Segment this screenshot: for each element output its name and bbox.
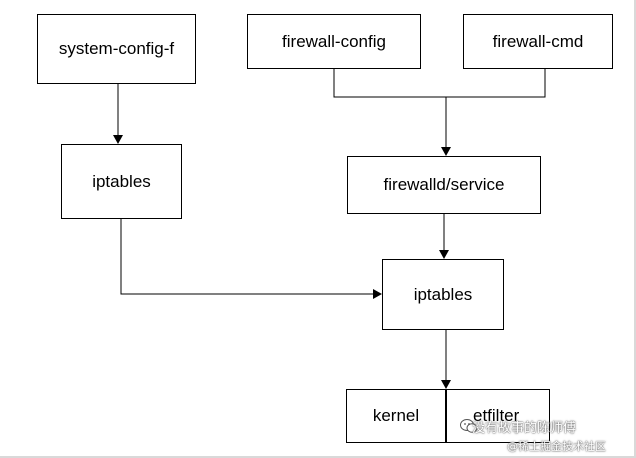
node-label: etfilter xyxy=(473,406,520,425)
node-netfilter: etfilter xyxy=(446,389,550,443)
watermark-source: @稀土掘金技术社区 xyxy=(507,440,606,453)
node-label: kernel xyxy=(372,406,420,425)
node-iptables-center: iptables xyxy=(382,259,504,330)
node-firewall-cmd: firewall-cmd xyxy=(463,14,613,69)
edge-firewall-merge xyxy=(333,69,546,98)
node-label: iptables xyxy=(92,171,151,191)
edge-iptables-left-to-center xyxy=(120,219,382,299)
node-label: system-config-f xyxy=(58,39,175,58)
watermark-author: 没有故事的陈师傅 xyxy=(472,421,577,436)
node-label: firewalld/service xyxy=(383,175,505,194)
wechat-icon xyxy=(460,419,478,433)
node-label: firewall-cmd xyxy=(492,31,584,51)
node-system-config: system-config-f xyxy=(37,14,196,84)
node-iptables-left: iptables xyxy=(61,144,182,219)
node-kernel: kernel xyxy=(346,389,446,443)
node-firewalld-service: firewalld/service xyxy=(347,156,541,214)
node-firewall-config: firewall-config xyxy=(247,14,421,69)
node-label: firewall-config xyxy=(282,31,386,51)
node-label: iptables xyxy=(413,284,473,304)
